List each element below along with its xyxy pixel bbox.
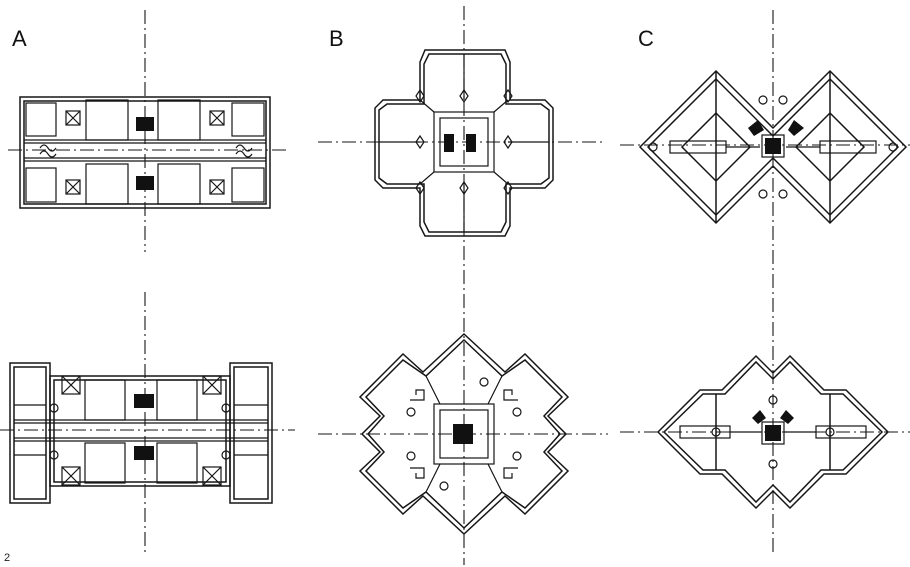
- floor-plan-c-upper: [638, 69, 908, 225]
- column-label-c: C: [638, 26, 654, 51]
- floor-plan-b-lower: [358, 332, 570, 536]
- floor-plan-a-lower: [9, 362, 273, 504]
- axis-lines: [0, 6, 910, 565]
- floor-plan-c-lower: [656, 354, 890, 510]
- column-label-b: B: [329, 26, 344, 51]
- floor-plan-b-upper: [374, 49, 554, 237]
- column-label-a: A: [12, 26, 27, 51]
- figure-number: 2: [4, 552, 11, 564]
- floor-plan-a-upper: [19, 96, 271, 209]
